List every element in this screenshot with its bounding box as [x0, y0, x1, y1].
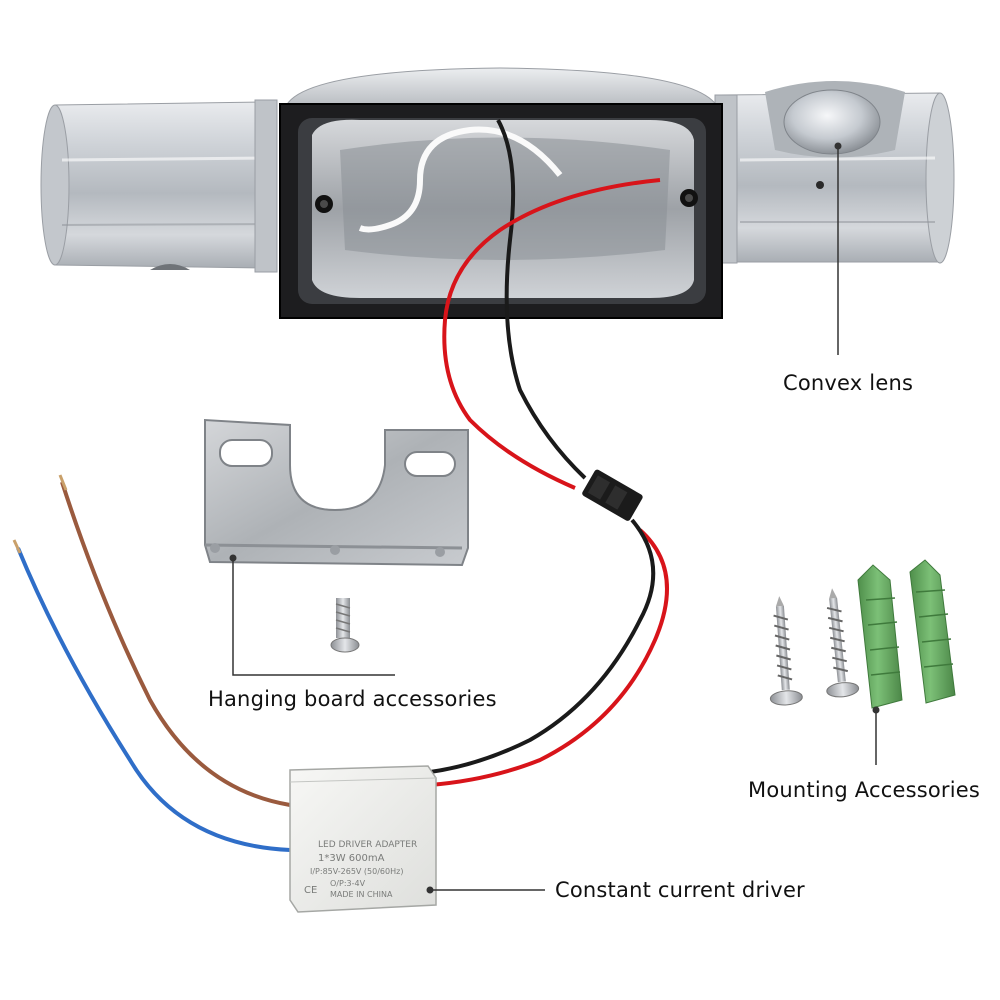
lamp-wires	[429, 119, 669, 787]
mounting-screws	[769, 588, 860, 706]
driver-text-1: LED DRIVER ADAPTER	[318, 840, 417, 850]
label-mounting-accessories: Mounting Accessories	[748, 778, 981, 802]
driver-text-4: O/P:3-4V	[330, 879, 366, 888]
wire-connector	[582, 469, 643, 521]
label-convex-lens: Convex lens	[783, 371, 914, 395]
convex-lens	[783, 89, 881, 155]
hanging-bracket	[204, 418, 469, 567]
driver-text-2: 1*3W 600mA	[318, 853, 385, 864]
bracket-bolt	[330, 598, 360, 653]
driver-box: LED DRIVER ADAPTER 1*3W 600mA I/P:85V-26…	[289, 765, 437, 913]
label-constant-current-driver: Constant current driver	[555, 878, 805, 902]
wall-anchors	[857, 559, 956, 709]
input-wires	[12, 474, 291, 852]
driver-text-5: MADE IN CHINA	[330, 890, 393, 899]
label-hanging-board: Hanging board accessories	[208, 687, 497, 711]
callout-hanging	[232, 558, 395, 676]
driver-text-3: I/P:85V-265V (50/60Hz)	[310, 867, 403, 876]
lamp-body	[40, 67, 955, 319]
left-cylinder	[46, 101, 269, 269]
callout-lines	[229, 142, 880, 894]
ce-mark: CE	[304, 885, 317, 896]
